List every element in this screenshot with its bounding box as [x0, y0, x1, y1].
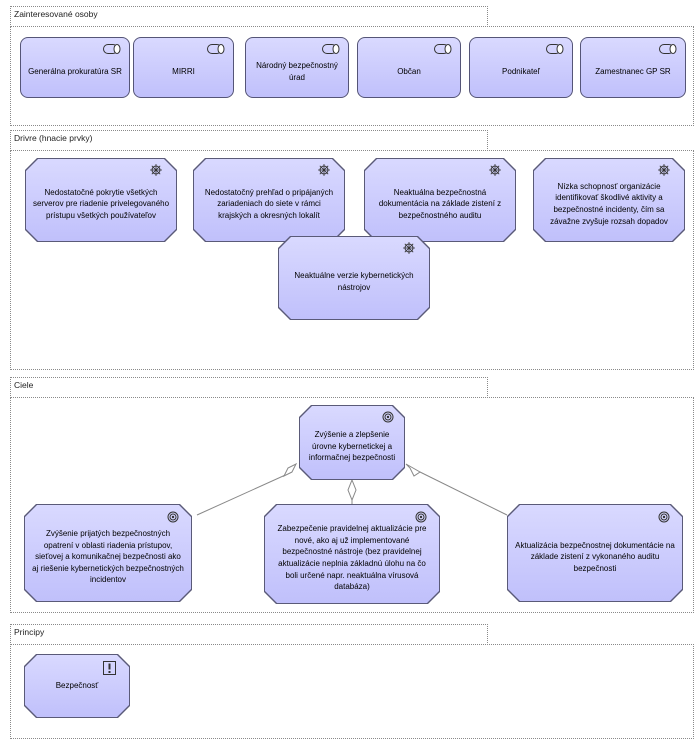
- actor-label: Občan: [397, 66, 421, 76]
- driver-wheel-icon: [150, 164, 162, 176]
- driver-wheel-icon: [489, 164, 501, 176]
- actor-node-generalna-prokuratura[interactable]: Generálna prokuratúra SR: [20, 37, 130, 98]
- group-tab-goals: Ciele: [10, 377, 488, 398]
- actor-label: Podnikateľ: [502, 66, 540, 76]
- driver-wheel-icon: [403, 242, 415, 254]
- driver-label: Neaktuálna bezpečnostná dokumentácia na …: [378, 187, 502, 220]
- aggregation-diamond-right: [405, 463, 421, 477]
- actor-node-zamestnanec-gp[interactable]: Zamestnanec GP SR: [580, 37, 686, 98]
- group-tab-principles: Principy: [10, 624, 488, 645]
- aggregation-diamond-center: [347, 478, 357, 502]
- aggregation-diamond-left: [282, 462, 298, 478]
- goal-label: Aktualizácia bezpečnostnej dokumentácie …: [515, 540, 675, 573]
- group-title-principles: Principy: [14, 627, 45, 637]
- actor-role-icon: [103, 44, 121, 54]
- actor-role-icon: [659, 44, 677, 54]
- actor-role-icon: [434, 44, 452, 54]
- actor-role-icon: [207, 44, 225, 54]
- driver-node-body: Neaktuálne verzie kybernetických nástroj…: [279, 237, 429, 319]
- driver-node-body: Nedostatočné pokrytie všetkých serverov …: [26, 159, 176, 241]
- group-title-drivers: Drivre (hnacie prvky): [14, 133, 93, 143]
- goal-target-icon: [658, 511, 670, 523]
- actor-node-narodny-bezpecnostny-urad[interactable]: Národný bezpečnostný úrad: [245, 37, 349, 98]
- connector-line-left: [196, 471, 293, 516]
- driver-node-security-docs[interactable]: Neaktuálna bezpečnostná dokumentácia na …: [364, 158, 516, 242]
- group-title-stakeholders: Zainteresované osoby: [14, 9, 98, 19]
- driver-node-body: Neaktuálna bezpečnostná dokumentácia na …: [365, 159, 515, 241]
- goal-node-body: Aktualizácia bezpečnostnej dokumentácie …: [508, 505, 682, 601]
- principle-exclamation-icon: [103, 661, 116, 675]
- goal-node-main[interactable]: Zvýšenie a zlepšenie úrovne kyberneticke…: [299, 405, 405, 480]
- driver-label: Neaktuálne verzie kybernetických nástroj…: [294, 271, 414, 292]
- actor-role-icon: [546, 44, 564, 54]
- actor-label: Zamestnanec GP SR: [595, 66, 671, 76]
- driver-node-incident-detection[interactable]: Nízka schopnosť organizácie identifikova…: [533, 158, 685, 242]
- goal-node-body: Zvýšenie prijatých bezpečnostných opatre…: [25, 505, 191, 601]
- goal-label: Zvýšenie a zlepšenie úrovne kyberneticke…: [308, 430, 396, 463]
- driver-node-body: Nízka schopnosť organizácie identifikova…: [534, 159, 684, 241]
- group-tab-stakeholders: Zainteresované osoby: [10, 6, 488, 27]
- goal-target-icon: [415, 511, 427, 523]
- actor-label: MIRRI: [172, 66, 195, 76]
- goal-node-regular-updates[interactable]: Zabezpečenie pravidelnej aktualizácie pr…: [264, 504, 440, 604]
- actor-label: Národný bezpečnostný úrad: [256, 60, 338, 82]
- principle-label: Bezpečnosť: [55, 681, 99, 691]
- goal-label: Zvýšenie prijatých bezpečnostných opatre…: [32, 529, 184, 585]
- goal-node-body: Zvýšenie a zlepšenie úrovne kyberneticke…: [300, 406, 404, 479]
- group-tab-drivers: Drivre (hnacie prvky): [10, 130, 488, 151]
- actor-node-mirri[interactable]: MIRRI: [133, 37, 234, 98]
- actor-label: Generálna prokuratúra SR: [28, 66, 122, 76]
- driver-node-outdated-tools[interactable]: Neaktuálne verzie kybernetických nástroj…: [278, 236, 430, 320]
- driver-node-privileged-access[interactable]: Nedostatočné pokrytie všetkých serverov …: [25, 158, 177, 242]
- actor-role-icon: [322, 44, 340, 54]
- goal-node-docs-update[interactable]: Aktualizácia bezpečnostnej dokumentácie …: [507, 504, 683, 602]
- goal-target-icon: [382, 411, 394, 423]
- goal-target-icon: [167, 511, 179, 523]
- driver-label: Nedostatočný prehľad o pripájaných zaria…: [204, 187, 334, 220]
- principle-node-bezpecnost[interactable]: Bezpečnosť: [24, 654, 130, 718]
- driver-node-device-overview[interactable]: Nedostatočný prehľad o pripájaných zaria…: [193, 158, 345, 242]
- driver-label: Nedostatočné pokrytie všetkých serverov …: [32, 187, 170, 220]
- actor-node-podnikatel[interactable]: Podnikateľ: [469, 37, 573, 98]
- principle-node-body: Bezpečnosť: [25, 655, 129, 717]
- group-title-goals: Ciele: [14, 380, 34, 390]
- goal-label: Zabezpečenie pravidelnej aktualizácie pr…: [277, 524, 427, 592]
- actor-node-obcan[interactable]: Občan: [357, 37, 461, 98]
- goal-node-body: Zabezpečenie pravidelnej aktualizácie pr…: [265, 505, 439, 603]
- goal-node-security-measures[interactable]: Zvýšenie prijatých bezpečnostných opatre…: [24, 504, 192, 602]
- driver-label: Nízka schopnosť organizácie identifikova…: [550, 181, 668, 226]
- driver-wheel-icon: [318, 164, 330, 176]
- driver-node-body: Nedostatočný prehľad o pripájaných zaria…: [194, 159, 344, 241]
- driver-wheel-icon: [658, 164, 670, 176]
- connector-line-right: [419, 471, 508, 516]
